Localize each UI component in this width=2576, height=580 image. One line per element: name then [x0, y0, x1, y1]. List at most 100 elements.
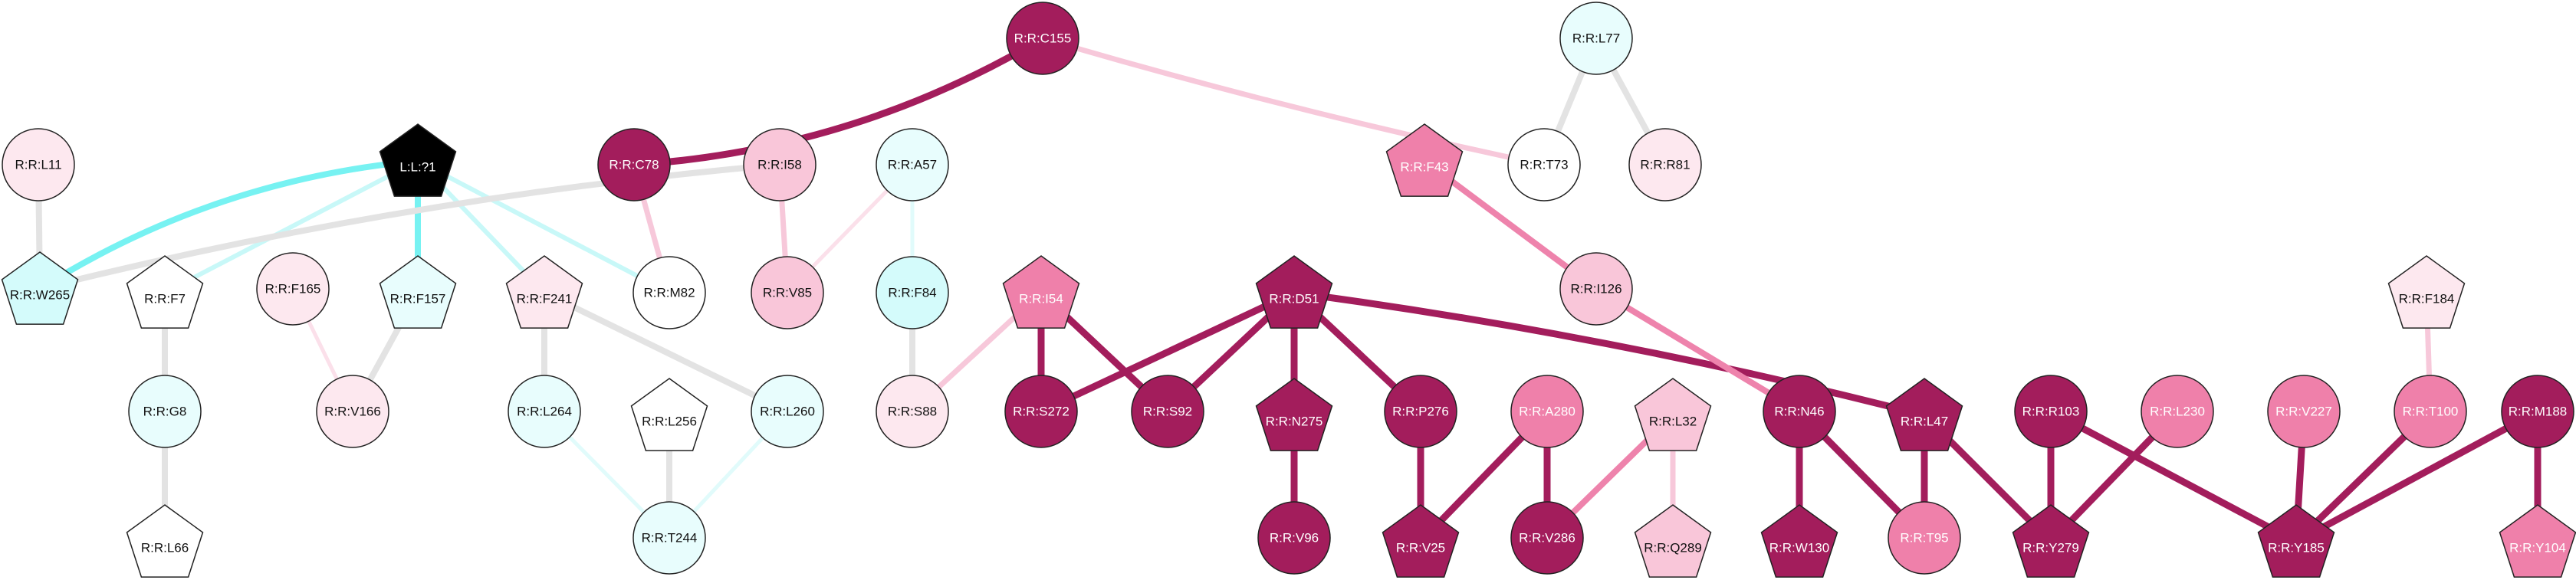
node-label: R:R:V166 [324, 405, 381, 419]
node-t244[interactable]: R:R:T244 [632, 501, 706, 575]
node-p276[interactable]: R:R:P276 [1384, 375, 1457, 448]
circle-shape [2394, 375, 2467, 448]
pentagon-shape [2499, 504, 2576, 578]
node-c78[interactable]: R:R:C78 [597, 128, 671, 202]
node-f7[interactable]: R:R:F7 [126, 255, 204, 329]
pentagon-shape [1002, 255, 1080, 329]
node-r81[interactable]: R:R:R81 [1628, 128, 1702, 202]
node-label: R:R:Q289 [1644, 541, 1702, 555]
node-lig[interactable]: L:L:?1 [379, 123, 457, 197]
node-label: R:R:L11 [15, 158, 61, 172]
node-v227[interactable]: R:R:V227 [2267, 375, 2341, 448]
circle-shape [597, 128, 671, 202]
node-r103[interactable]: R:R:R103 [2014, 375, 2088, 448]
node-a57[interactable]: R:R:A57 [876, 128, 949, 202]
node-i54[interactable]: R:R:I54 [1002, 255, 1080, 329]
node-w265[interactable]: R:R:W265 [1, 251, 79, 325]
node-s88[interactable]: R:R:S88 [876, 375, 949, 448]
circle-shape [632, 256, 706, 329]
node-y279[interactable]: R:R:Y279 [2012, 504, 2090, 578]
node-label: R:R:W265 [10, 288, 70, 303]
pentagon-shape [1385, 123, 1464, 197]
node-label: R:R:A57 [888, 158, 937, 172]
node-l11[interactable]: R:R:L11 [2, 128, 75, 202]
node-s92[interactable]: R:R:S92 [1131, 375, 1204, 448]
node-n275[interactable]: R:R:N275 [1255, 378, 1333, 451]
circle-shape [1628, 128, 1702, 202]
edge-lig-f7 [163, 159, 420, 295]
node-l260[interactable]: R:R:L260 [751, 375, 824, 448]
node-d51[interactable]: R:R:D51 [1255, 255, 1333, 329]
node-f43[interactable]: R:R:F43 [1385, 123, 1464, 197]
node-f241[interactable]: R:R:F241 [505, 255, 583, 329]
node-y185[interactable]: R:R:Y185 [2257, 504, 2335, 578]
node-label: R:R:P276 [1392, 405, 1449, 419]
node-s272[interactable]: R:R:S272 [1004, 375, 1078, 448]
pentagon-shape [126, 255, 204, 329]
node-f165[interactable]: R:R:F165 [256, 252, 330, 326]
node-q289[interactable]: R:R:Q289 [1634, 504, 1712, 578]
node-label: R:R:S272 [1013, 405, 1070, 419]
node-l66[interactable]: R:R:L66 [126, 504, 204, 578]
node-f184[interactable]: R:R:F184 [2387, 255, 2466, 329]
node-label: R:R:V96 [1270, 531, 1319, 546]
pentagon-shape [1634, 378, 1712, 451]
circle-shape [1006, 2, 1079, 75]
node-f157[interactable]: R:R:F157 [379, 255, 457, 329]
pentagon-shape [379, 123, 457, 197]
node-label: R:R:L47 [1901, 415, 1948, 429]
circle-shape [1510, 501, 1584, 575]
node-v96[interactable]: R:R:V96 [1257, 501, 1331, 575]
node-l47[interactable]: R:R:L47 [1885, 378, 1963, 451]
node-label: R:R:R81 [1640, 158, 1690, 172]
node-m82[interactable]: R:R:M82 [632, 256, 706, 329]
node-label: R:R:S88 [888, 405, 937, 419]
node-y104[interactable]: R:R:Y104 [2499, 504, 2576, 578]
pentagon-shape [630, 378, 708, 451]
node-label: R:R:V85 [763, 286, 812, 300]
circle-shape [2, 128, 75, 202]
node-n46[interactable]: R:R:N46 [1763, 375, 1836, 448]
node-v286[interactable]: R:R:V286 [1510, 501, 1584, 575]
node-label: R:R:F165 [265, 282, 321, 297]
circle-shape [128, 375, 202, 448]
node-c155[interactable]: R:R:C155 [1006, 2, 1079, 75]
node-l230[interactable]: R:R:L230 [2141, 375, 2214, 448]
node-v85[interactable]: R:R:V85 [751, 256, 824, 329]
node-label: R:R:T244 [642, 531, 698, 546]
node-label: R:R:F241 [517, 292, 573, 306]
node-i126[interactable]: R:R:I126 [1559, 252, 1633, 326]
edge-d51-s272 [1037, 289, 1298, 415]
node-f84[interactable]: R:R:F84 [876, 256, 949, 329]
node-label: R:R:M82 [643, 286, 695, 300]
node-l264[interactable]: R:R:L264 [508, 375, 581, 448]
node-label: R:R:M188 [2509, 405, 2568, 419]
node-l32[interactable]: R:R:L32 [1634, 378, 1712, 451]
node-i58[interactable]: R:R:I58 [743, 128, 816, 202]
node-a280[interactable]: R:R:A280 [1510, 375, 1584, 448]
node-t95[interactable]: R:R:T95 [1888, 501, 1961, 575]
node-m188[interactable]: R:R:M188 [2501, 375, 2574, 448]
node-g8[interactable]: R:R:G8 [128, 375, 202, 448]
node-v166[interactable]: R:R:V166 [316, 375, 389, 448]
node-label: R:R:L32 [1649, 415, 1697, 429]
circle-shape [743, 128, 816, 202]
node-label: R:R:Y185 [2268, 541, 2325, 555]
circle-shape [508, 375, 581, 448]
node-l77[interactable]: R:R:L77 [1559, 2, 1633, 75]
node-label: R:R:F7 [144, 292, 186, 306]
circle-shape [1559, 2, 1633, 75]
circle-shape [1559, 252, 1633, 326]
node-label: R:R:N275 [1266, 415, 1323, 429]
node-w130[interactable]: R:R:W130 [1760, 504, 1838, 578]
edge-c155-t73 [1040, 35, 1547, 168]
node-v25[interactable]: R:R:V25 [1382, 504, 1460, 578]
node-t100[interactable]: R:R:T100 [2394, 375, 2467, 448]
circle-shape [2141, 375, 2214, 448]
node-label: R:R:D51 [1269, 292, 1319, 306]
node-l256[interactable]: R:R:L256 [630, 378, 708, 451]
circle-shape [876, 375, 949, 448]
circle-shape [1004, 375, 1078, 448]
node-label: R:R:I58 [757, 158, 802, 172]
node-t73[interactable]: R:R:T73 [1507, 128, 1581, 202]
